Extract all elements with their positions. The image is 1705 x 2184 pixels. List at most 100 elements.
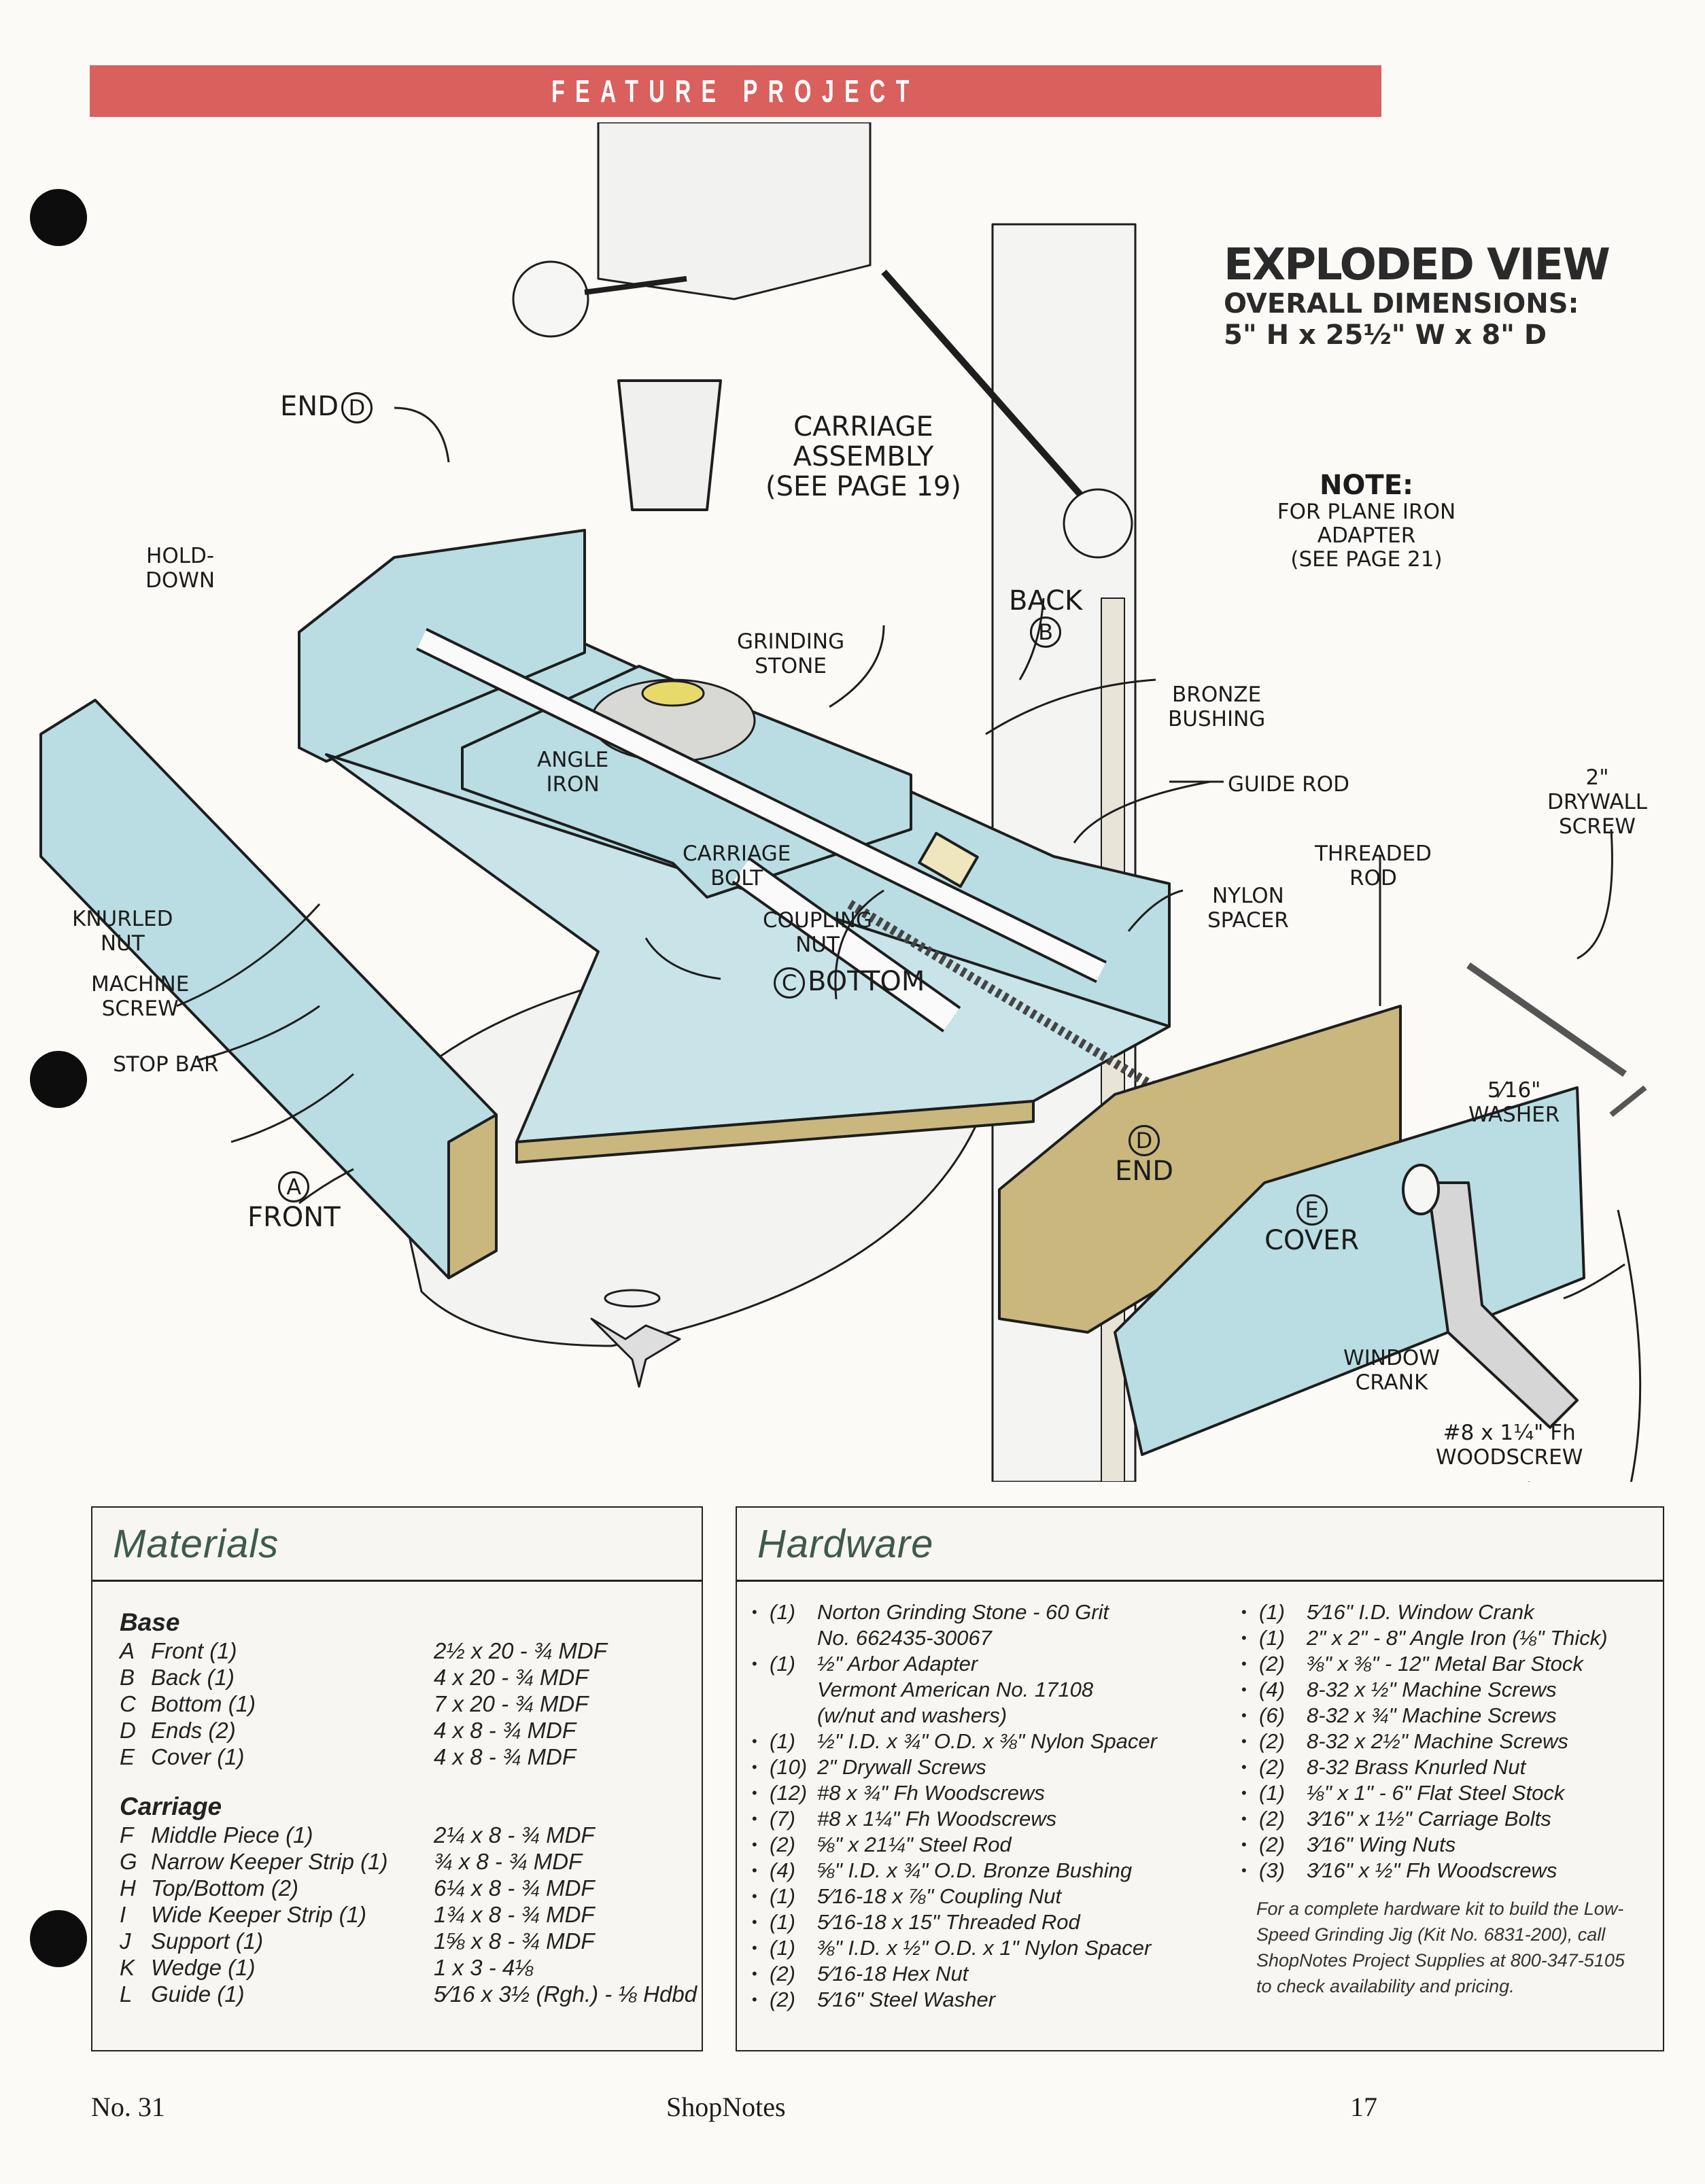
hardware-description: 5⁄16-18 x ⅞" Coupling Nut: [817, 1884, 1241, 1909]
part-name: Front (1): [151, 1638, 237, 1663]
bullet-icon: •: [752, 1810, 757, 1827]
label-line: MACHINE: [91, 972, 190, 996]
hardware-qty: (1): [1259, 1600, 1285, 1624]
label-line: WOODSCREW: [1436, 1445, 1583, 1470]
part-dims: 7 x 20 - ¾ MDF: [434, 1691, 589, 1716]
exploded-view-title: EXPLODED VIEW OVERALL DIMENSIONS: 5" H x…: [1224, 240, 1611, 351]
hardware-description-line: (w/nut and washers): [817, 1703, 1008, 1727]
label-text: STOP BAR: [113, 1052, 219, 1077]
hardware-description: 5⁄16-18 x 15" Threaded Rod: [817, 1909, 1241, 1935]
crank-washer: [1402, 1164, 1440, 1215]
hardware-item: •(6)8-32 x ¾" Machine Screws: [1241, 1703, 1663, 1729]
bullet-icon: •: [1241, 1862, 1247, 1879]
bullet-icon: •: [752, 1758, 757, 1775]
feed-handle-ball: [512, 260, 589, 338]
hardware-qty: (3): [1259, 1858, 1285, 1882]
hardware-item: •(2)3⁄16" x 1½" Carriage Bolts: [1241, 1806, 1663, 1832]
hardware-qty: (2): [1259, 1729, 1285, 1753]
label-line: SCREW: [101, 996, 179, 1021]
part-dims: 4 x 20 - ¾ MDF: [434, 1665, 589, 1690]
hardware-qty: (1): [770, 1729, 795, 1753]
label-text: END: [280, 391, 339, 422]
group-spacer: [120, 1770, 702, 1793]
arbor-washer: [641, 680, 705, 707]
label-angle-iron: ANGLE IRON: [537, 748, 608, 797]
bullet-icon: •: [1241, 1604, 1247, 1620]
label-carriage-bolt: CARRIAGE BOLT: [683, 842, 791, 890]
bullet-icon: •: [1241, 1629, 1247, 1646]
bullet-icon: •: [752, 1655, 757, 1672]
part-name: Ends (2): [151, 1718, 236, 1743]
label-front: A FRONT: [247, 1171, 341, 1232]
hardware-description-line: ⅛" x 1" - 6" Flat Steel Stock: [1307, 1781, 1565, 1805]
bullet-icon: •: [752, 1604, 757, 1620]
note-line: ADAPTER: [1317, 523, 1416, 548]
hardware-description: 2" Drywall Screws: [817, 1754, 1241, 1780]
hardware-item: •(2)3⁄16" Wing Nuts: [1241, 1832, 1663, 1858]
label-line: NUT: [100, 931, 145, 956]
hardware-description-line: 3⁄16" x 1½" Carriage Bolts: [1307, 1807, 1551, 1831]
hardware-header: Hardware: [737, 1508, 1663, 1582]
hardware-description: 5⁄16" I.D. Window Crank: [1307, 1599, 1663, 1625]
label-line: SPACER: [1207, 908, 1289, 933]
footer-page-number: 17: [1350, 2092, 1377, 2122]
bullet-icon: •: [1241, 1733, 1247, 1750]
hardware-item: •(4)8-32 x ½" Machine Screws: [1241, 1677, 1663, 1703]
label-line: STONE: [755, 654, 827, 678]
hardware-description-line: 5⁄16" Steel Washer: [817, 1988, 996, 2011]
label-text: COVER: [1264, 1225, 1360, 1256]
hardware-description-line: ⅜" x ⅜" - 12" Metal Bar Stock: [1307, 1652, 1583, 1676]
part-letter-circle: C: [774, 967, 805, 999]
hardware-description: 5⁄16-18 Hex Nut: [817, 1961, 1241, 1987]
chuck: [617, 379, 722, 511]
hardware-title: Hardware: [757, 1521, 934, 1566]
label-hold-down: HOLD- DOWN: [145, 544, 215, 593]
note-heading: NOTE:: [1319, 470, 1414, 501]
part-dims: 5⁄16 x 3½ (Rgh.) - ⅛ Hdbd: [434, 1981, 698, 2007]
label-line: CARRIAGE: [793, 411, 933, 443]
overall-dimensions: 5" H x 25½" W x 8" D: [1224, 319, 1547, 351]
bullet-icon: •: [752, 1862, 757, 1879]
label-line: THREADED: [1315, 842, 1432, 866]
materials-title: Materials: [113, 1521, 279, 1566]
label-line: (SEE PAGE 19): [765, 471, 961, 502]
hardware-description: 8-32 x 2½" Machine Screws: [1307, 1729, 1663, 1754]
part-dims: 1⅝ x 8 - ¾ MDF: [434, 1928, 595, 1954]
bullet-icon: •: [1241, 1836, 1247, 1853]
hardware-description-line: 8-32 x 2½" Machine Screws: [1307, 1729, 1568, 1753]
part-name: Guide (1): [151, 1981, 245, 2007]
bullet-icon: •: [1241, 1810, 1247, 1827]
bullet-icon: •: [752, 1733, 757, 1750]
label-line: BOLT: [710, 866, 763, 890]
part-name: Middle Piece (1): [151, 1822, 313, 1848]
hardware-item: •(1)⅛" x 1" - 6" Flat Steel Stock: [1241, 1780, 1663, 1806]
footer-magazine: ShopNotes: [666, 2092, 786, 2122]
part-name: Wide Keeper Strip (1): [151, 1902, 366, 1927]
part-letter: I: [120, 1902, 126, 1927]
label-line: NYLON: [1211, 884, 1284, 908]
hardware-item: • (1) 5⁄16" I.D. Window Crank: [1241, 1599, 1663, 1625]
label-text: FRONT: [247, 1202, 341, 1233]
hardware-item: •(2)5⁄16" Steel Washer: [752, 1987, 1241, 2013]
part-dims: 4 x 8 - ¾ MDF: [434, 1744, 576, 1769]
label-drywall-screw: 2" DRYWALL SCREW: [1547, 765, 1647, 839]
hardware-item: •(7)#8 x 1¼" Fh Woodscrews: [752, 1806, 1241, 1832]
hardware-description-line: ½" I.D. x ¾" O.D. x ⅜" Nylon Spacer: [817, 1729, 1157, 1753]
hardware-description: 5⁄16" Steel Washer: [817, 1987, 1241, 2013]
hardware-item: •(2)8-32 Brass Knurled Nut: [1241, 1754, 1663, 1780]
label-line: #8 x 1¼" Fh: [1443, 1421, 1576, 1445]
hardware-qty: (12): [770, 1781, 808, 1805]
label-knurled-nut: KNURLED NUT: [72, 907, 173, 956]
label-line: DOWN: [145, 568, 216, 593]
part-letter: H: [120, 1875, 136, 1901]
part-name: Wedge (1): [151, 1955, 256, 1980]
title-heading: EXPLODED VIEW: [1224, 240, 1611, 290]
bullet-icon: •: [752, 1913, 757, 1930]
